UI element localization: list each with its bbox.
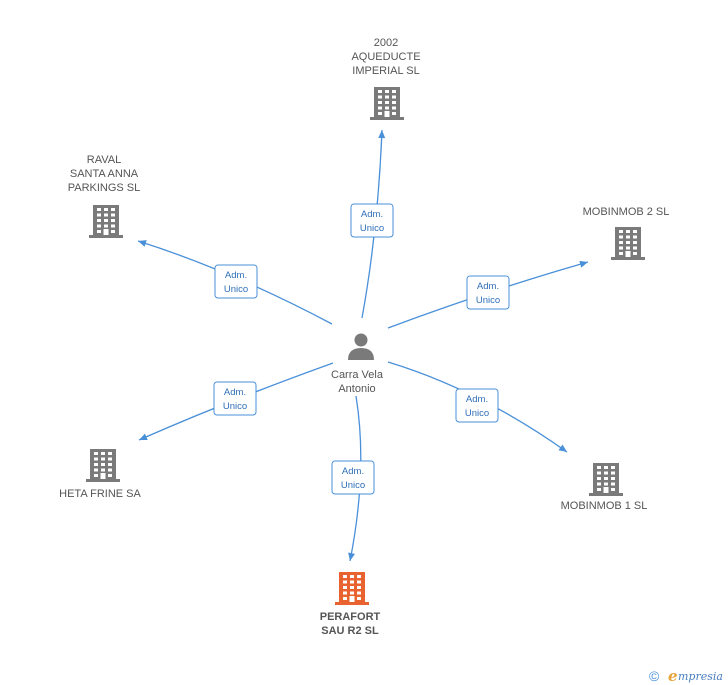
company-name-line: MOBINMOB 1 SL xyxy=(561,500,648,512)
edge-label-mobinmob2: Adm. Unico xyxy=(466,275,510,310)
company-node-mobinmob1[interactable]: MOBINMOB 1 SL xyxy=(561,463,648,512)
arrowhead-mobinmob2 xyxy=(579,260,588,268)
person-icon xyxy=(348,333,374,360)
copyright-symbol: © xyxy=(649,668,660,684)
company-name-line: SANTA ANNA xyxy=(70,168,139,180)
edge-label-line: Unico xyxy=(223,401,247,412)
edge-label-line: Adm. xyxy=(361,209,383,220)
company-node-perafort[interactable]: PERAFORT SAU R2 SL xyxy=(320,572,381,637)
edge-label-box xyxy=(214,264,258,299)
edge-label-line: Adm. xyxy=(224,387,246,398)
building-icon xyxy=(589,463,623,496)
building-icon xyxy=(86,449,120,482)
edge-label-box xyxy=(350,203,394,238)
edge-label-line: Unico xyxy=(476,295,500,306)
company-name-line: AQUEDUCTE xyxy=(351,51,420,63)
edge-label-perafort: Adm. Unico xyxy=(331,460,375,495)
company-name-line: RAVAL xyxy=(87,154,121,166)
edge-label-line: Unico xyxy=(341,480,365,491)
arrowhead-mobinmob1 xyxy=(558,444,567,452)
building-icon xyxy=(89,205,123,238)
arrowhead-raval xyxy=(138,240,147,247)
edge-label-heta: Adm. Unico xyxy=(213,381,257,416)
edge-label-box xyxy=(466,275,510,310)
company-node-raval[interactable]: RAVAL SANTA ANNA PARKINGS SL xyxy=(68,154,141,238)
person-name-line: Carra Vela xyxy=(331,369,384,381)
company-name-line: PARKINGS SL xyxy=(68,182,141,194)
edge-label-line: Adm. xyxy=(225,270,247,281)
company-name-line: PERAFORT xyxy=(320,611,381,623)
edge-label-box xyxy=(455,388,499,423)
brand-footer: © e mpresia xyxy=(649,667,723,685)
edge-label-line: Unico xyxy=(360,223,384,234)
company-name-line: SAU R2 SL xyxy=(321,625,379,637)
brand-name: mpresia xyxy=(678,670,723,683)
arrowhead-heta xyxy=(139,433,148,440)
edge-label-aqueducte: Adm. Unico xyxy=(350,203,394,238)
edge-label-line: Adm. xyxy=(466,394,488,405)
edge-label-box xyxy=(331,460,375,495)
company-node-heta[interactable]: HETA FRINE SA xyxy=(59,449,142,500)
building-icon xyxy=(370,87,404,120)
building-icon xyxy=(335,572,369,605)
arrowhead-aqueducte xyxy=(378,130,386,139)
arrowhead-perafort xyxy=(348,552,355,561)
building-icon xyxy=(611,227,645,260)
edge-label-line: Adm. xyxy=(342,466,364,477)
edge-label-raval: Adm. Unico xyxy=(214,264,258,299)
edge-label-line: Unico xyxy=(465,408,489,419)
edge-label-line: Adm. xyxy=(477,281,499,292)
company-name-line: HETA FRINE SA xyxy=(59,488,141,500)
person-name-line: Antonio xyxy=(338,383,375,395)
company-node-mobinmob2[interactable]: MOBINMOB 2 SL xyxy=(583,206,670,260)
brand-initial: e xyxy=(668,667,678,685)
edge-label-box xyxy=(213,381,257,416)
company-name-line: IMPERIAL SL xyxy=(352,65,419,77)
company-name-line: 2002 xyxy=(374,37,398,49)
edge-label-line: Unico xyxy=(224,284,248,295)
edge-label-mobinmob1: Adm. Unico xyxy=(455,388,499,423)
company-name-line: MOBINMOB 2 SL xyxy=(583,206,670,218)
